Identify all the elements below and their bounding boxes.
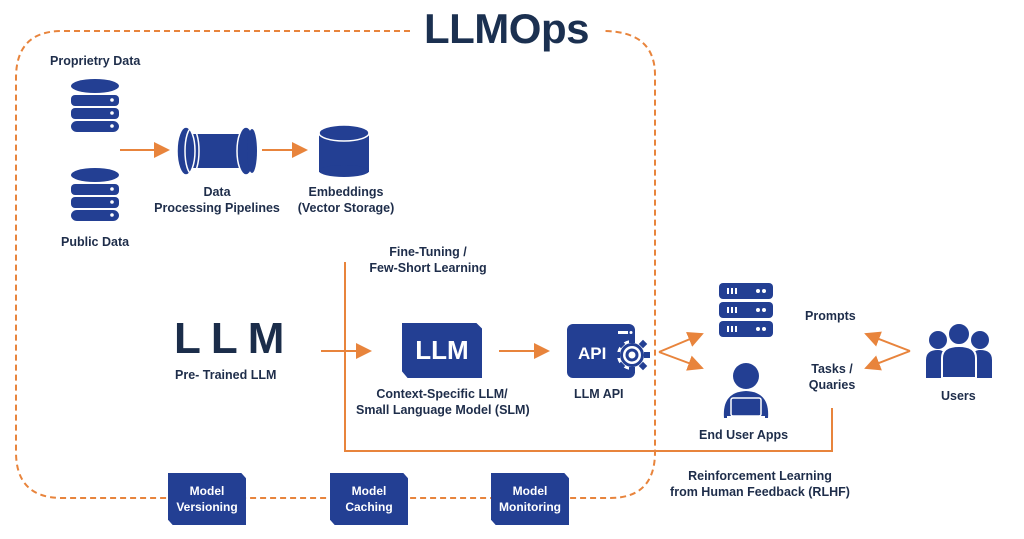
server-icon [719, 283, 773, 337]
tasks-label: Tasks / Quaries [808, 362, 856, 392]
rlhf-label: Reinforcement Learning from Human Feedba… [670, 469, 850, 499]
proprietary-data-label: Proprietry Data [50, 54, 141, 68]
svg-text:API: API [578, 344, 606, 363]
pretrained-llm-label: Pre- Trained LLM [175, 368, 277, 382]
database-icon [71, 168, 119, 221]
user-laptop-icon [723, 363, 769, 418]
rlhf-feedback-loop [344, 262, 833, 452]
arrow-api-to-server [658, 332, 704, 353]
page-title: LLMOps [424, 5, 589, 52]
arrow-users-to-prompts [864, 331, 911, 352]
pipe-icon [176, 126, 257, 176]
database-icon [71, 79, 119, 132]
fine-tuning-label: Fine-Tuning / Few-Short Learning [369, 245, 487, 275]
users-label: Users [941, 389, 976, 403]
cylinder-icon [318, 124, 370, 177]
slm-chip: LLM [402, 323, 482, 378]
embeddings-label: Embeddings (Vector Storage) [297, 185, 395, 215]
end-user-apps-label: End User Apps [699, 428, 789, 442]
slm-label: Context-Specific LLM/ Small Language Mod… [356, 387, 530, 417]
api-gear-icon: API [567, 324, 650, 378]
public-data-label: Public Data [61, 235, 130, 249]
pipeline-label: Data Processing Pipelines [154, 185, 280, 215]
arrow-api-to-apps [658, 351, 704, 371]
arrow-users-to-tasks [864, 350, 911, 371]
llm-api-label: LLM API [574, 387, 624, 401]
llmops-boundary [15, 30, 656, 499]
prompts-label: Prompts [805, 309, 856, 323]
users-group-icon [926, 322, 992, 379]
pretrained-llm-wordmark: LLM [174, 314, 295, 363]
